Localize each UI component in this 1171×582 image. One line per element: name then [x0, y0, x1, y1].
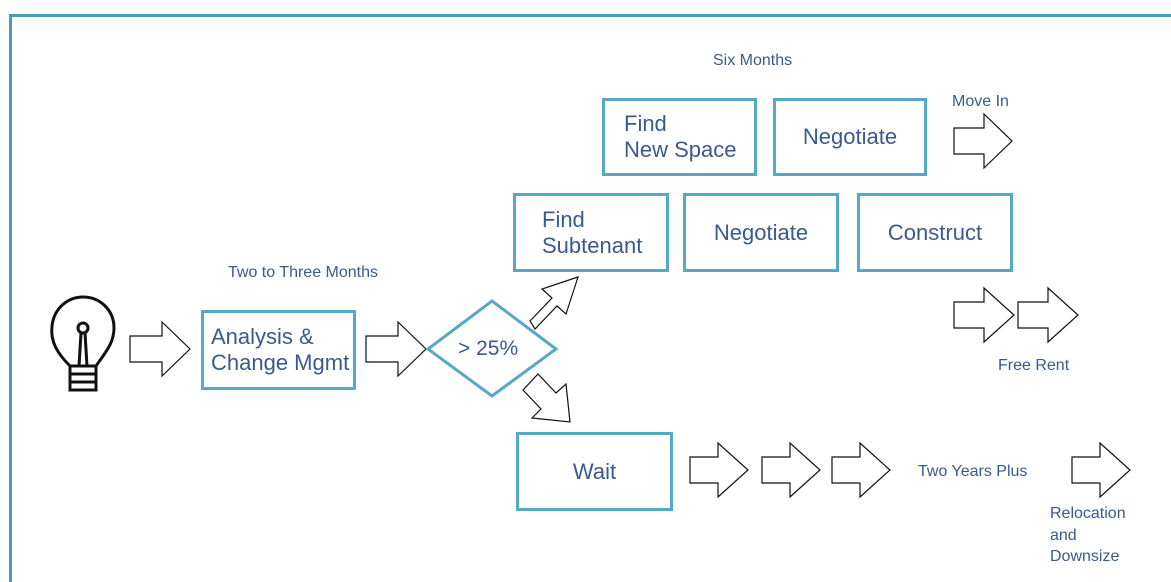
find-subtenant-label: Find Subtenant — [542, 206, 643, 258]
negotiate-mid-label: Negotiate — [713, 219, 809, 245]
label-six-months: Six Months — [713, 52, 793, 69]
analysis-box-label: Analysis & Change Mgmt — [211, 324, 350, 375]
construct-box: Construct — [857, 193, 1013, 272]
diagram-frame — [9, 14, 1171, 582]
negotiate-top-box: Negotiate — [773, 98, 927, 176]
label-two-years-plus: Two Years Plus — [918, 463, 1028, 480]
find-new-space-box: Find New Space — [602, 98, 757, 176]
construct-label: Construct — [887, 219, 983, 245]
negotiate-mid-box: Negotiate — [683, 193, 839, 272]
find-new-space-label: Find New Space — [624, 111, 737, 162]
negotiate-top-label: Negotiate — [802, 124, 898, 149]
analysis-box: Analysis & Change Mgmt — [201, 310, 356, 390]
lightbulb-icon — [50, 295, 116, 392]
wait-label: Wait — [572, 458, 617, 484]
label-two-to-three-months: Two to Three Months — [228, 264, 378, 281]
threshold-label: > 25% — [458, 337, 519, 360]
label-move-in: Move In — [952, 93, 1009, 110]
wait-box: Wait — [516, 432, 673, 511]
find-subtenant-box: Find Subtenant — [513, 193, 669, 272]
label-free-rent: Free Rent — [998, 357, 1070, 374]
label-relocation-and-downsize: Relocation and Downsize — [1050, 505, 1126, 565]
